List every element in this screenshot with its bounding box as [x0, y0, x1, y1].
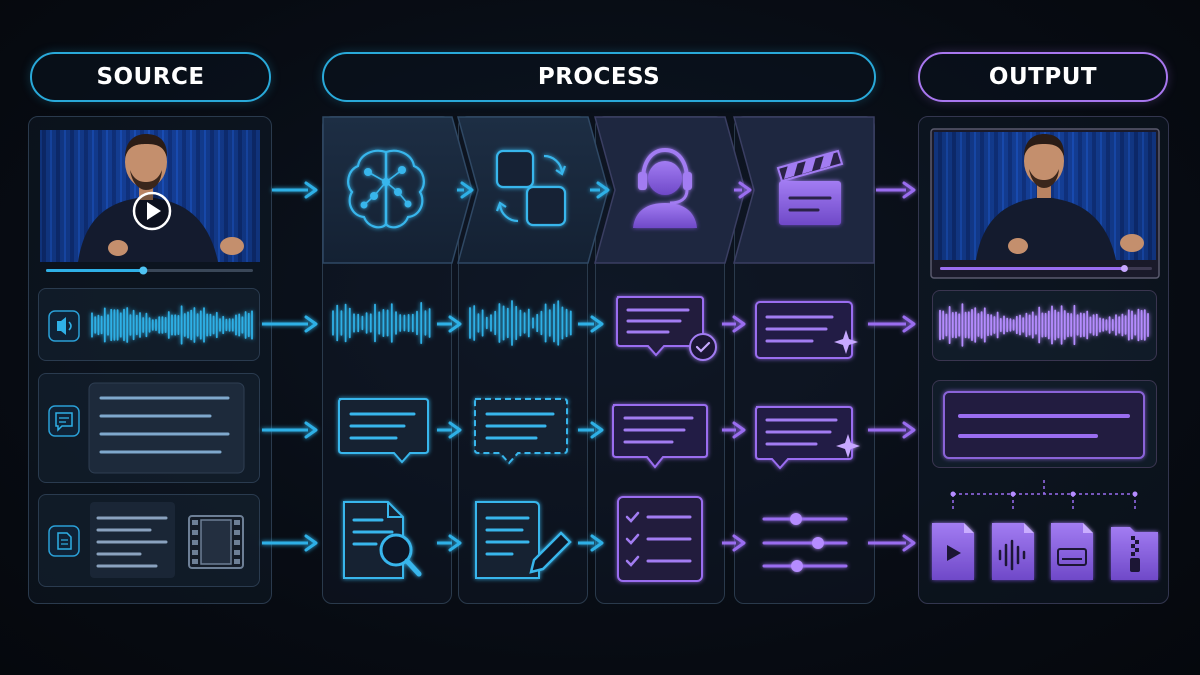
presenter-hand-right	[220, 237, 244, 255]
process-1-waveform	[332, 301, 431, 345]
flow-arrow-head	[304, 534, 318, 552]
process-1-chat-bubble	[338, 398, 429, 464]
audio-file-icon[interactable]	[992, 523, 1034, 580]
source-audio-row-content	[48, 305, 253, 345]
process-3-chat-bubble	[612, 404, 708, 469]
document-icon	[57, 532, 72, 550]
output-waveform	[939, 303, 1149, 347]
document-search-icon	[343, 501, 422, 579]
output-caption-card	[943, 391, 1145, 459]
film-strip-icon	[188, 515, 244, 569]
play-icon	[147, 202, 161, 220]
sliders-icon	[762, 513, 848, 572]
source-header-label: SOURCE	[96, 64, 205, 90]
source-text-row-content	[48, 382, 245, 474]
source-progress-bar[interactable]	[46, 266, 253, 275]
output-header-label: OUTPUT	[988, 64, 1098, 90]
process-header: PROCESS	[322, 52, 876, 102]
presenter-hand-left	[108, 240, 128, 256]
sparkle-icon	[834, 330, 858, 354]
flow-arrow-head	[590, 315, 604, 333]
chat-icon-box	[48, 405, 80, 437]
video-file-icon[interactable]	[932, 523, 974, 580]
process-4-enhanced-caption	[755, 301, 858, 359]
flow-arrow-head	[902, 181, 916, 199]
flow-arrow-head	[732, 534, 746, 552]
flow-arrow-head	[460, 181, 474, 199]
flow-arrow-head	[902, 421, 916, 439]
source-script-row-content	[48, 502, 244, 578]
flow-arrow-head	[448, 421, 462, 439]
flow-arrow-head	[902, 534, 916, 552]
headset-person-icon	[633, 147, 697, 228]
flow-arrow-head	[448, 315, 462, 333]
process-header-label: PROCESS	[537, 64, 661, 90]
chat-icon	[55, 412, 73, 432]
clapperboard-icon	[776, 149, 844, 225]
sparkle-icon	[836, 434, 860, 458]
output-files-tree	[952, 480, 1136, 510]
flow-arrow-head	[304, 315, 318, 333]
source-transcript-lines	[99, 396, 230, 454]
source-waveform	[91, 305, 253, 345]
flow-arrow-head	[732, 421, 746, 439]
presenter-head	[125, 136, 167, 188]
flow-arrow-head	[732, 315, 746, 333]
flow-arrow-head	[902, 315, 916, 333]
output-progress-bar[interactable]	[940, 265, 1152, 272]
flow-arrow-head	[738, 181, 752, 199]
subtitle-file-icon[interactable]	[1051, 523, 1093, 580]
flow-arrow-head	[304, 181, 318, 199]
document-edit-icon	[475, 501, 572, 579]
process-3-approved-caption	[616, 296, 717, 361]
flow-arrow-head	[596, 181, 610, 199]
process-4-enhanced-bubble	[755, 406, 860, 470]
checklist-icon	[617, 496, 703, 582]
process-2-chat-bubble-dashed	[474, 398, 568, 465]
source-header: SOURCE	[30, 52, 271, 102]
source-video-thumbnail[interactable]	[40, 130, 260, 262]
document-icon-box	[48, 525, 80, 557]
flow-arrow-head	[590, 421, 604, 439]
transform-icon	[495, 149, 567, 227]
flow-arrow-head	[590, 534, 604, 552]
flow-arrows	[262, 181, 916, 552]
zip-folder-icon[interactable]	[1111, 527, 1158, 580]
flow-arrow-head	[448, 534, 462, 552]
tree-nodes	[950, 491, 1138, 497]
speaker-icon	[57, 317, 66, 335]
output-header: OUTPUT	[918, 52, 1168, 102]
script-page	[90, 502, 175, 578]
flow-arrow-head	[304, 421, 318, 439]
process-2-waveform	[469, 300, 572, 346]
output-video-thumbnail[interactable]	[930, 128, 1160, 279]
brain-icon	[347, 149, 425, 229]
